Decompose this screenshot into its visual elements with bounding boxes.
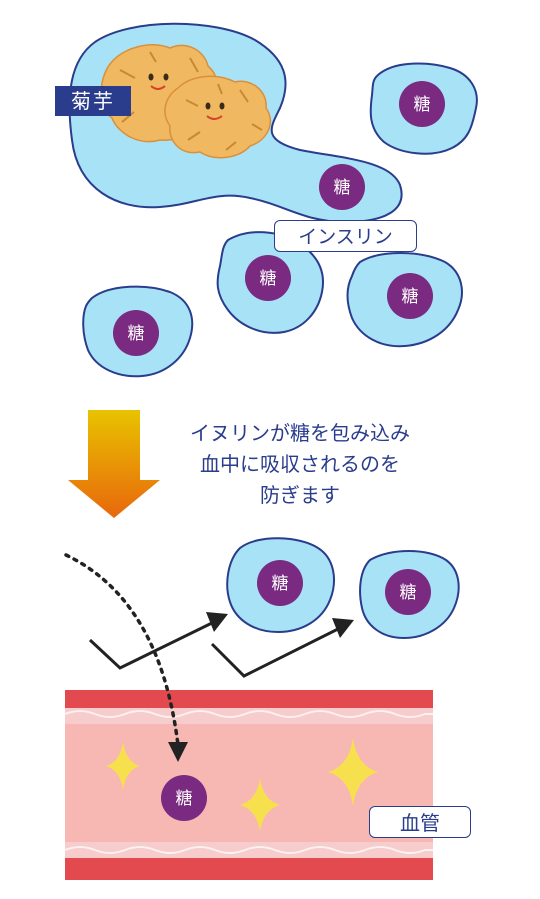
- down-arrow-icon: [68, 410, 160, 518]
- sugar-molecule: 糖: [385, 569, 431, 615]
- kikuimo-label: 菊芋: [55, 86, 131, 116]
- kikuimo-icon: [100, 44, 271, 159]
- sugar-label: 糖: [414, 95, 431, 115]
- sugar-molecule: 糖: [387, 273, 433, 319]
- blocked-absorption-arrow: [64, 553, 188, 762]
- sugar-label: 糖: [128, 324, 145, 344]
- sparkle-icon: [328, 738, 378, 806]
- sugar-molecule: 糖: [319, 164, 365, 210]
- caption-line: 血中に吸収されるのを: [200, 452, 400, 476]
- blood-vessel: [64, 690, 433, 880]
- sugar-label: 糖: [402, 287, 419, 307]
- caption: イヌリンが糖を包み込み 血中に吸収されるのを 防ぎます: [150, 418, 450, 511]
- insulin-label: インスリン: [274, 220, 417, 252]
- caption-line: イヌリンが糖を包み込み: [190, 421, 410, 445]
- uptake-arrow: [88, 612, 228, 670]
- sugar-label: 糖: [272, 574, 289, 594]
- sugar-label: 糖: [176, 789, 193, 809]
- sparkle-icon: [106, 742, 140, 790]
- sugar-label: 糖: [400, 583, 417, 603]
- sugar-label: 糖: [260, 269, 277, 289]
- uptake-arrow: [210, 618, 354, 678]
- caption-line: 防ぎます: [260, 483, 340, 507]
- blood-vessel-label: 血管: [369, 806, 471, 838]
- sparkle-icon: [240, 778, 280, 832]
- sugar-molecule: 糖: [113, 310, 159, 356]
- sugar-molecule: 糖: [245, 255, 291, 301]
- sugar-molecule: 糖: [161, 775, 207, 821]
- sugar-molecule: 糖: [257, 560, 303, 606]
- sugar-label: 糖: [334, 178, 351, 198]
- sugar-molecule: 糖: [399, 81, 445, 127]
